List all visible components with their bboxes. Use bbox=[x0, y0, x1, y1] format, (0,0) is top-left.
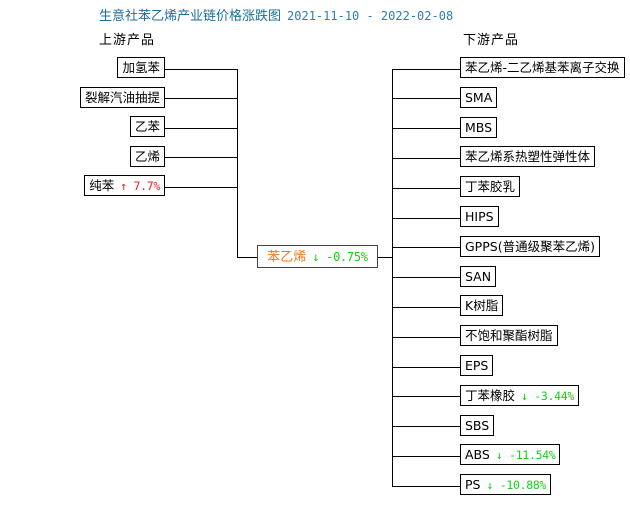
node-label: HIPS bbox=[465, 209, 494, 224]
page-title: 生意社苯乙烯产业链价格涨跌图 bbox=[99, 9, 282, 24]
upstream-node[interactable]: 加氢苯 bbox=[117, 57, 165, 78]
upstream-branch-line bbox=[165, 156, 237, 158]
downstream-branch-line bbox=[392, 455, 460, 457]
downstream-bus-line bbox=[392, 68, 393, 486]
upstream-to-center-vertical bbox=[237, 186, 238, 257]
price-rise-badge: ↑ 7.7% bbox=[120, 179, 160, 193]
upstream-node[interactable]: 乙苯 bbox=[129, 116, 165, 137]
node-label: PS bbox=[465, 477, 481, 493]
node-label: 加氢苯 bbox=[122, 60, 160, 75]
downstream-branch-line bbox=[392, 395, 460, 397]
upstream-node[interactable]: 裂解汽油抽提 bbox=[79, 86, 165, 108]
upstream-branch-line bbox=[165, 127, 237, 129]
upstream-branch-line bbox=[165, 186, 237, 188]
node-label: 苯乙烯-二乙烯基苯离子交换 bbox=[465, 60, 620, 75]
node-label: 裂解汽油抽提 bbox=[84, 89, 160, 105]
downstream-node[interactable]: PS ↓ -10.88% bbox=[460, 474, 552, 496]
downstream-branch-line bbox=[392, 157, 460, 159]
price-fall-badge: ↓ -10.88% bbox=[486, 478, 547, 493]
node-label: 丁苯胶乳 bbox=[465, 179, 516, 195]
downstream-node[interactable]: 不饱和聚酯树脂 bbox=[460, 325, 558, 347]
downstream-node[interactable]: 苯乙烯-二乙烯基苯离子交换 bbox=[460, 57, 625, 78]
downstream-branch-line bbox=[392, 68, 460, 70]
downstream-node[interactable]: HIPS bbox=[460, 206, 499, 227]
upstream-branch-line bbox=[165, 68, 237, 70]
downstream-column-header: 下游产品 bbox=[463, 33, 520, 48]
downstream-node[interactable]: 丁苯橡胶 ↓ -3.44% bbox=[460, 384, 580, 406]
downstream-node[interactable]: SAN bbox=[460, 265, 497, 287]
downstream-branch-line bbox=[392, 306, 460, 308]
node-label: 乙苯 bbox=[134, 119, 160, 134]
downstream-branch-line bbox=[392, 246, 460, 248]
downstream-node[interactable]: 苯乙烯系热塑性弹性体 bbox=[460, 146, 596, 168]
downstream-node[interactable]: MBS bbox=[460, 116, 498, 138]
downstream-branch-line bbox=[392, 366, 460, 368]
price-fall-badge: ↓ -11.54% bbox=[495, 448, 556, 463]
node-label: MBS bbox=[465, 119, 493, 135]
downstream-branch-line bbox=[392, 276, 460, 278]
downstream-node[interactable]: EPS bbox=[460, 355, 494, 376]
downstream-branch-line bbox=[392, 127, 460, 129]
upstream-node[interactable]: 纯苯 ↑ 7.7% bbox=[84, 175, 165, 196]
node-label: ABS bbox=[465, 447, 490, 463]
upstream-node[interactable]: 乙烯 bbox=[129, 145, 165, 167]
center-to-downstream-horizontal bbox=[378, 256, 392, 258]
downstream-node[interactable]: GPPS(普通级聚苯乙烯) bbox=[460, 235, 600, 257]
node-label: SAN bbox=[465, 268, 492, 284]
node-label: GPPS(普通级聚苯乙烯) bbox=[465, 238, 595, 254]
downstream-node[interactable]: ABS ↓ -11.54% bbox=[460, 444, 561, 466]
node-label: 不饱和聚酯树脂 bbox=[465, 328, 553, 344]
node-label: 苯乙烯系热塑性弹性体 bbox=[465, 149, 591, 165]
downstream-branch-line bbox=[392, 336, 460, 338]
upstream-column-header: 上游产品 bbox=[99, 33, 156, 48]
upstream-branch-line bbox=[165, 97, 237, 99]
node-label: K树脂 bbox=[465, 298, 499, 314]
upstream-bus-line bbox=[237, 68, 238, 187]
downstream-node[interactable]: SMA bbox=[460, 86, 498, 108]
center-node-styrene[interactable]: 苯乙烯 ↓ -0.75% bbox=[257, 245, 378, 268]
downstream-branch-line bbox=[392, 97, 460, 99]
center-node-label: 苯乙烯 bbox=[267, 250, 307, 265]
downstream-branch-line bbox=[392, 217, 460, 219]
date-range-label: 2021-11-10 - 2022-02-08 bbox=[287, 9, 454, 23]
downstream-branch-line bbox=[392, 187, 460, 189]
downstream-node[interactable]: SBS bbox=[460, 414, 495, 436]
center-price-fall-badge: ↓ -0.75% bbox=[312, 250, 368, 264]
node-label: EPS bbox=[465, 358, 489, 373]
downstream-branch-line bbox=[392, 425, 460, 427]
node-label: SMA bbox=[465, 89, 493, 105]
node-label: SBS bbox=[465, 417, 490, 433]
node-label: 乙烯 bbox=[134, 148, 160, 164]
node-label: 纯苯 bbox=[89, 178, 115, 193]
price-fall-badge: ↓ -3.44% bbox=[521, 388, 575, 403]
upstream-to-center-horizontal bbox=[237, 256, 257, 258]
downstream-branch-line bbox=[392, 485, 460, 487]
downstream-node[interactable]: 丁苯胶乳 bbox=[460, 176, 521, 198]
downstream-node[interactable]: K树脂 bbox=[460, 295, 504, 317]
node-label: 丁苯橡胶 bbox=[465, 387, 516, 403]
chart-title-row: 生意社苯乙烯产业链价格涨跌图 2021-11-10 - 2022-02-08 bbox=[99, 8, 453, 25]
